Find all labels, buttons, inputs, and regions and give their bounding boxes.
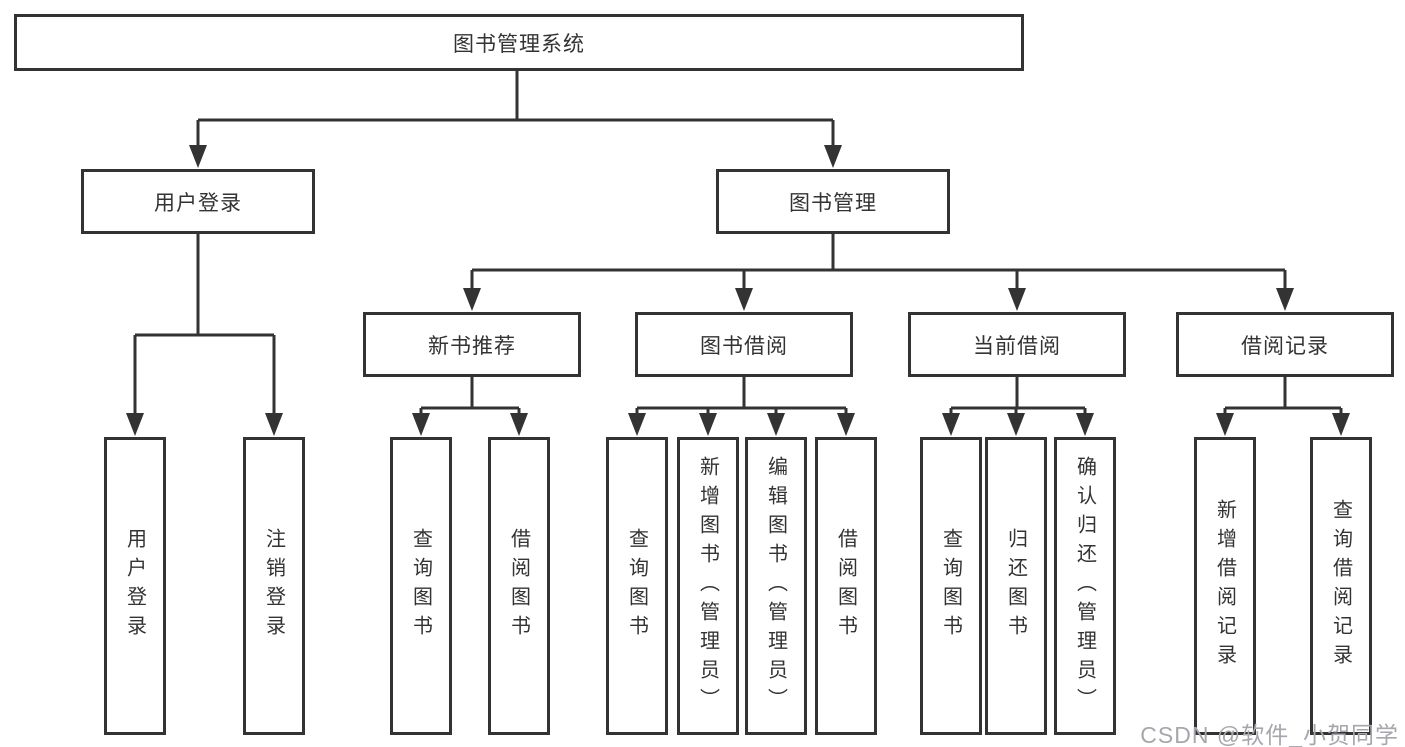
node-label: 确认归还（管理员） xyxy=(1073,455,1096,717)
node-label: 编辑图书（管理员） xyxy=(764,455,787,717)
leaf-return-book: 归还图书 xyxy=(985,437,1047,735)
leaf-query-book-borrow: 查询图书 xyxy=(606,437,668,735)
node-label: 借阅记录 xyxy=(1241,334,1329,358)
node-label: 图书借阅 xyxy=(700,334,788,358)
node-label: 借阅图书 xyxy=(834,528,857,644)
node-label: 查询借阅记录 xyxy=(1329,499,1352,673)
node-label: 用户登录 xyxy=(154,191,242,215)
node-borrow-record: 借阅记录 xyxy=(1176,312,1394,377)
node-label: 新增图书（管理员） xyxy=(696,455,719,717)
leaf-edit-book-admin: 编辑图书（管理员） xyxy=(745,437,807,735)
node-label: 图书管理系统 xyxy=(453,32,585,56)
node-new-book-recommend: 新书推荐 xyxy=(363,312,581,377)
node-label: 查询图书 xyxy=(939,528,962,644)
csdn-watermark: CSDN @软件_小贺同学 xyxy=(1140,722,1399,747)
leaf-add-borrow-record: 新增借阅记录 xyxy=(1194,437,1256,735)
node-label: 用户登录 xyxy=(123,528,146,644)
leaf-user-login: 用户登录 xyxy=(104,437,166,735)
node-label: 归还图书 xyxy=(1004,528,1027,644)
leaf-query-book-current: 查询图书 xyxy=(920,437,982,735)
node-label: 新增借阅记录 xyxy=(1213,499,1236,673)
leaf-query-book-recommend: 查询图书 xyxy=(390,437,452,735)
node-current-borrow: 当前借阅 xyxy=(908,312,1126,377)
node-book-borrow: 图书借阅 xyxy=(635,312,853,377)
node-root: 图书管理系统 xyxy=(14,14,1024,71)
node-label: 查询图书 xyxy=(625,528,648,644)
node-label: 借阅图书 xyxy=(507,528,530,644)
leaf-borrow-book-recommend: 借阅图书 xyxy=(488,437,550,735)
leaf-add-book-admin: 新增图书（管理员） xyxy=(677,437,739,735)
node-user-login: 用户登录 xyxy=(81,169,315,234)
node-label: 当前借阅 xyxy=(973,334,1061,358)
leaf-logout: 注销登录 xyxy=(243,437,305,735)
leaf-confirm-return-admin: 确认归还（管理员） xyxy=(1054,437,1116,735)
node-label: 查询图书 xyxy=(409,528,432,644)
arrowhead-icons xyxy=(126,145,1350,436)
node-label: 注销登录 xyxy=(262,528,285,644)
node-book-management: 图书管理 xyxy=(716,169,950,234)
node-label: 图书管理 xyxy=(789,191,877,215)
leaf-query-borrow-record: 查询借阅记录 xyxy=(1310,437,1372,735)
leaf-borrow-book: 借阅图书 xyxy=(815,437,877,735)
connector-lines xyxy=(133,70,1343,416)
node-label: 新书推荐 xyxy=(428,334,516,358)
